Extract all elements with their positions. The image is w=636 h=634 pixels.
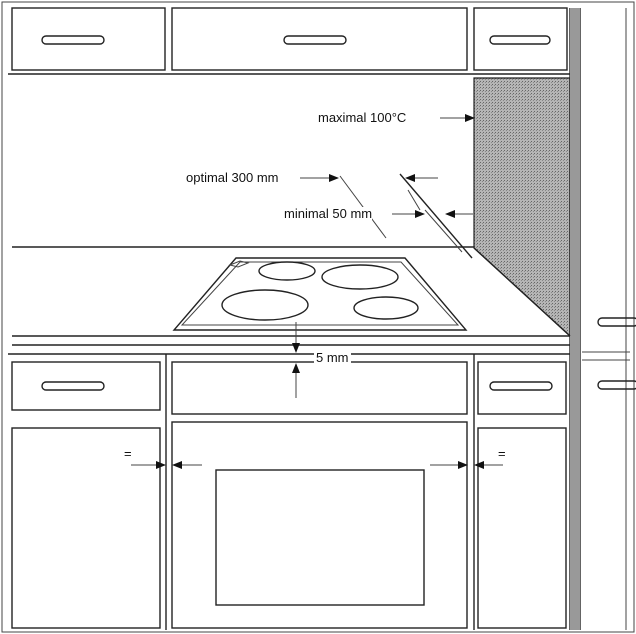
oven-drawer <box>171 361 468 415</box>
handle <box>41 381 105 391</box>
side-wall <box>473 77 571 338</box>
upper-cabinets <box>8 7 570 75</box>
handle <box>41 35 105 45</box>
control-icon <box>228 260 250 268</box>
drawer-left <box>11 361 161 411</box>
burner <box>221 289 309 321</box>
burner <box>353 296 419 320</box>
handle <box>283 35 347 45</box>
lower-cabinets <box>8 353 570 630</box>
equal-right-label: = <box>498 446 506 461</box>
upper-cabinet-left <box>11 7 166 71</box>
countertop <box>12 246 571 346</box>
handle <box>597 317 636 327</box>
minimal-distance-label: minimal 50 mm <box>284 206 373 221</box>
oven-door <box>171 421 468 629</box>
door-right <box>477 427 567 629</box>
cooktop <box>172 257 468 331</box>
handle <box>597 380 636 390</box>
upper-cabinet-middle <box>171 7 468 71</box>
wall-edge <box>570 8 580 630</box>
handle <box>489 381 553 391</box>
upper-cabinet-right <box>473 7 568 71</box>
burner <box>258 261 316 281</box>
door-left <box>11 427 161 629</box>
equal-left-label: = <box>124 446 132 461</box>
gap-label: 5 mm <box>314 350 351 365</box>
handle <box>489 35 551 45</box>
drawer-right <box>477 361 567 415</box>
optimal-distance-label: optimal 300 mm <box>186 170 279 185</box>
burner <box>321 264 399 290</box>
max-temp-label: maximal 100°C <box>318 110 407 125</box>
oven-window <box>215 469 425 606</box>
